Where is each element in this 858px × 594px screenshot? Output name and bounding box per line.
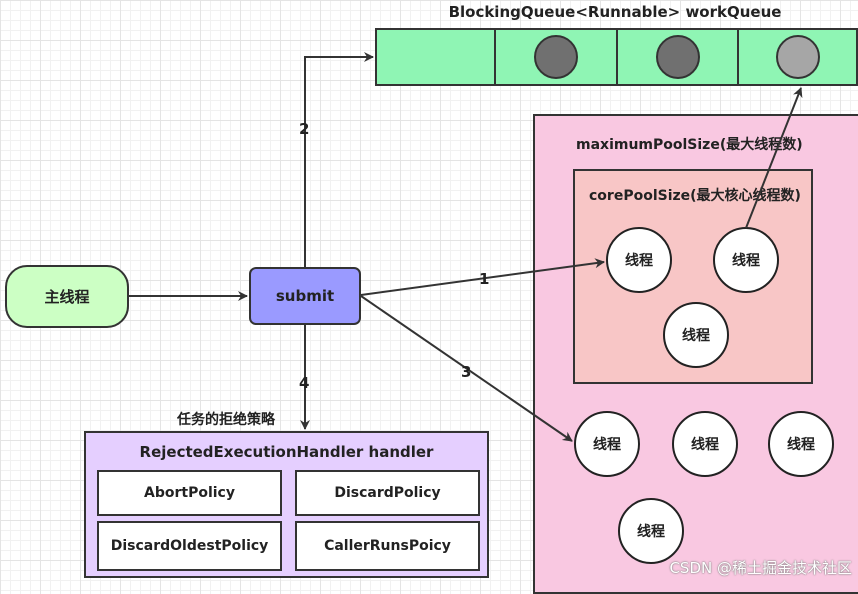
edge-label-4: 4 (299, 374, 310, 392)
arrow-thread-to-queue (745, 87, 803, 229)
arrow-2-to-queue (304, 52, 374, 267)
queue-cell (377, 30, 496, 84)
queued-task (775, 35, 820, 79)
main-thread-node: 主线程 (5, 265, 129, 328)
arrow-1-to-core (360, 258, 605, 296)
edge-label-2: 2 (299, 120, 310, 138)
abort-policy: AbortPolicy (97, 470, 282, 516)
core-thread: 线程 (663, 302, 729, 368)
non-core-thread: 线程 (574, 411, 640, 477)
discard-oldest-policy: DiscardOldestPolicy (97, 521, 282, 571)
handler-title: RejectedExecutionHandler handler (139, 443, 434, 461)
discard-policy: DiscardPolicy (295, 470, 480, 516)
reject-caption: 任务的拒绝策略 (177, 412, 275, 428)
queue-cell (739, 30, 856, 84)
queued-task (534, 35, 578, 79)
non-core-thread: 线程 (672, 411, 738, 477)
watermark: CSDN @稀土掘金技术社区 (669, 559, 852, 577)
flow-arrows (129, 52, 803, 442)
edge-label-1: 1 (479, 270, 490, 288)
queue-cell (496, 30, 618, 84)
work-queue (375, 28, 858, 86)
maximum-pool-label: maximumPoolSize(最大线程数) (576, 137, 803, 153)
rejected-execution-handler: RejectedExecutionHandler handler AbortPo… (84, 431, 489, 578)
caller-runs-policy: CallerRunsPoicy (295, 521, 480, 571)
queued-task (655, 35, 700, 79)
queue-cell (618, 30, 739, 84)
arrow-3-to-max (360, 295, 573, 442)
core-pool-label: corePoolSize(最大核心线程数) (589, 188, 801, 204)
queue-title: BlockingQueue<Runnable> workQueue (448, 3, 782, 21)
edge-label-3: 3 (461, 363, 472, 381)
submit-node: submit (249, 267, 361, 325)
core-thread: 线程 (606, 227, 672, 293)
non-core-thread: 线程 (618, 498, 684, 564)
non-core-thread: 线程 (768, 411, 834, 477)
